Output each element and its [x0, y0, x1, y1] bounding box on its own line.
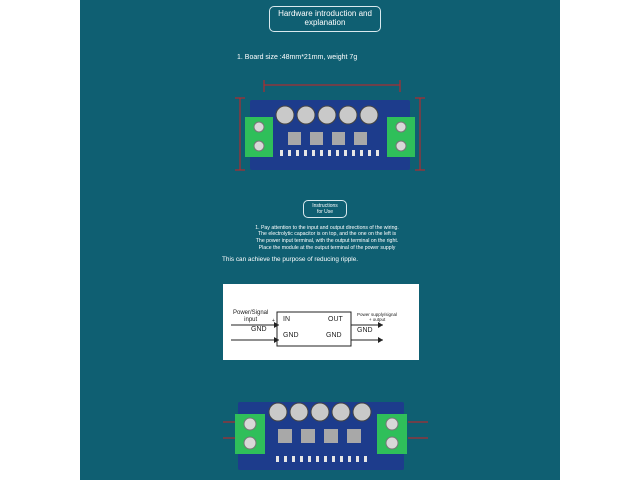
board-top-capacitors [275, 105, 379, 125]
board-bottom-smd-row [276, 456, 367, 462]
hardware-intro-badge: Hardware introduction and explanation [269, 6, 381, 32]
board-bottom-inductors [278, 429, 361, 443]
board-bottom-capacitors [268, 402, 372, 422]
instruction-line-3: The power input terminal, with the outpu… [255, 238, 399, 244]
out-label: OUT [328, 316, 343, 323]
output-label-line2: + output [368, 317, 386, 322]
board-bottom-arrows [223, 421, 428, 439]
board-bottom-pcb [238, 402, 404, 470]
module-box [276, 311, 352, 347]
in-label: IN [283, 316, 290, 323]
input-label: Power/Signal input [233, 310, 268, 324]
input-label-line1: Power/Signal [233, 310, 269, 316]
gnd-box-left-label: GND [283, 332, 299, 339]
instructions-badge-line2: for Use [316, 209, 334, 215]
board-top-pcb [250, 100, 410, 170]
board-top-dimension-lines [235, 80, 425, 171]
instruction-line-2: The electrolytic capacitor is on top, an… [257, 231, 397, 237]
wiring-diagram: Power/Signal input + GND IN GND OUT GND … [223, 284, 419, 360]
input-plus: + [272, 318, 275, 324]
gnd-left-label: GND [251, 326, 267, 333]
input-label-line2: input [244, 317, 258, 323]
output-label-line1: Power supply/signal [357, 312, 398, 317]
board-top-smd-row [280, 150, 379, 156]
gnd-box-right-label: GND [326, 332, 342, 339]
ripple-text: This can achieve the purpose of reducing… [222, 256, 359, 263]
board-top-inductors [288, 132, 367, 145]
instruction-line-4: Place the module at the output terminal … [258, 245, 396, 251]
output-label: Power supply/signal + output [357, 312, 397, 322]
hardware-intro-line2: explanation [304, 18, 346, 27]
hardware-intro-line1: Hardware introduction and [278, 9, 372, 18]
instructions-badge-line1: Instructions [312, 203, 338, 209]
gnd-right-label: GND [357, 327, 373, 334]
instructions-badge: Instructions for Use [303, 200, 347, 218]
product-panel: Hardware introduction and explanation 1.… [80, 0, 560, 480]
board-size-text: 1. Board size :48mm*21mm, weight 7g [237, 54, 358, 61]
instruction-line-1: 1. Pay attention to the input and output… [255, 225, 399, 231]
